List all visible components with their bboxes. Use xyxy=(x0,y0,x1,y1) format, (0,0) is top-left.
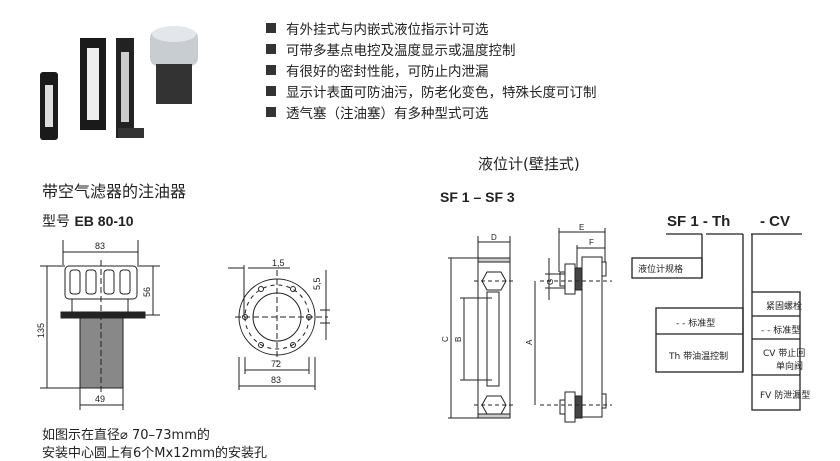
bullet-square-icon xyxy=(266,107,276,117)
dim-outer: 83 xyxy=(271,375,281,385)
bullet-square-icon xyxy=(266,23,276,33)
feature-text: 有外挂式与内嵌式液位指示计可选 xyxy=(286,22,489,38)
filler-model: 型号 EB 80-10 xyxy=(42,211,134,231)
feature-item: 有外挂式与内嵌式液位指示计可选 xyxy=(266,18,489,38)
code-th: Th 带油温控制 xyxy=(669,352,729,362)
dim-mesh-width: 49 xyxy=(95,394,105,404)
code-part-1: SF 1 - Th xyxy=(667,213,731,230)
dim-top-width: 83 xyxy=(95,241,105,251)
feature-item: 可带多基点电控及温度显示或温度控制 xyxy=(266,39,516,59)
dim-gap: 1,5 xyxy=(272,258,285,268)
bullet-square-icon xyxy=(266,44,276,54)
feature-text: 有很好的密封性能，可防止内泄漏 xyxy=(286,64,489,80)
product-photo xyxy=(40,26,198,140)
code-bolt: 紧固螺栓 xyxy=(766,302,803,312)
dim-e: E xyxy=(579,223,584,232)
feature-item: 有很好的密封性能，可防止内泄漏 xyxy=(266,60,489,80)
feature-text: 透气塞（注油塞）有多种型式可选 xyxy=(286,106,489,122)
level-gauge-drawing xyxy=(448,228,612,423)
filler-title: 带空气滤器的注油器 xyxy=(42,182,187,201)
filler-note-2: 安装中心圆上有6个Mx12mm的安装孔 xyxy=(42,446,268,461)
gauge-title: 液位计(壁挂式) xyxy=(478,155,580,173)
code-cv-1: CV 带止回 xyxy=(763,349,806,359)
code-part-2: - CV xyxy=(760,213,790,230)
code-spec: 液位计规格 xyxy=(638,265,684,275)
gauge-range: SF 1 – SF 3 xyxy=(440,189,515,205)
model-number: EB 80-10 xyxy=(74,213,134,229)
filler-top-drawing xyxy=(228,265,330,390)
feature-text: 可带多基点电控及温度显示或温度控制 xyxy=(286,43,516,59)
filler-side-drawing xyxy=(40,240,160,410)
dim-g: G xyxy=(546,279,555,285)
bullet-square-icon xyxy=(266,86,276,96)
code-fv: FV 防泄漏型 xyxy=(760,391,811,401)
code-std-1: - - 标准型 xyxy=(676,319,716,329)
bullet-square-icon xyxy=(266,65,276,75)
dim-hole: 5,5 xyxy=(312,277,322,290)
code-cv-2: 单向阀 xyxy=(776,362,804,372)
feature-item: 透气塞（注油塞）有多种型式可选 xyxy=(266,102,489,122)
dim-cap-height: 56 xyxy=(142,287,152,297)
dim-total-height: 135 xyxy=(36,323,46,338)
feature-text: 显示计表面可防油污，防老化变色，特殊长度可订制 xyxy=(286,85,597,101)
dim-pcd: 72 xyxy=(271,359,281,369)
dim-b: B xyxy=(454,337,463,342)
filler-note-1: 如图示在直径⌀ 70–73mm的 xyxy=(42,428,210,443)
model-label: 型号 xyxy=(42,214,70,230)
order-code-diagram xyxy=(631,233,802,411)
code-std-2: - - 标准型 xyxy=(761,326,801,336)
dim-c: C xyxy=(441,336,450,342)
dim-f: F xyxy=(589,238,594,247)
feature-item: 显示计表面可防油污，防老化变色，特殊长度可订制 xyxy=(266,81,597,101)
dim-d: D xyxy=(491,233,497,242)
dim-a: A xyxy=(525,339,534,345)
